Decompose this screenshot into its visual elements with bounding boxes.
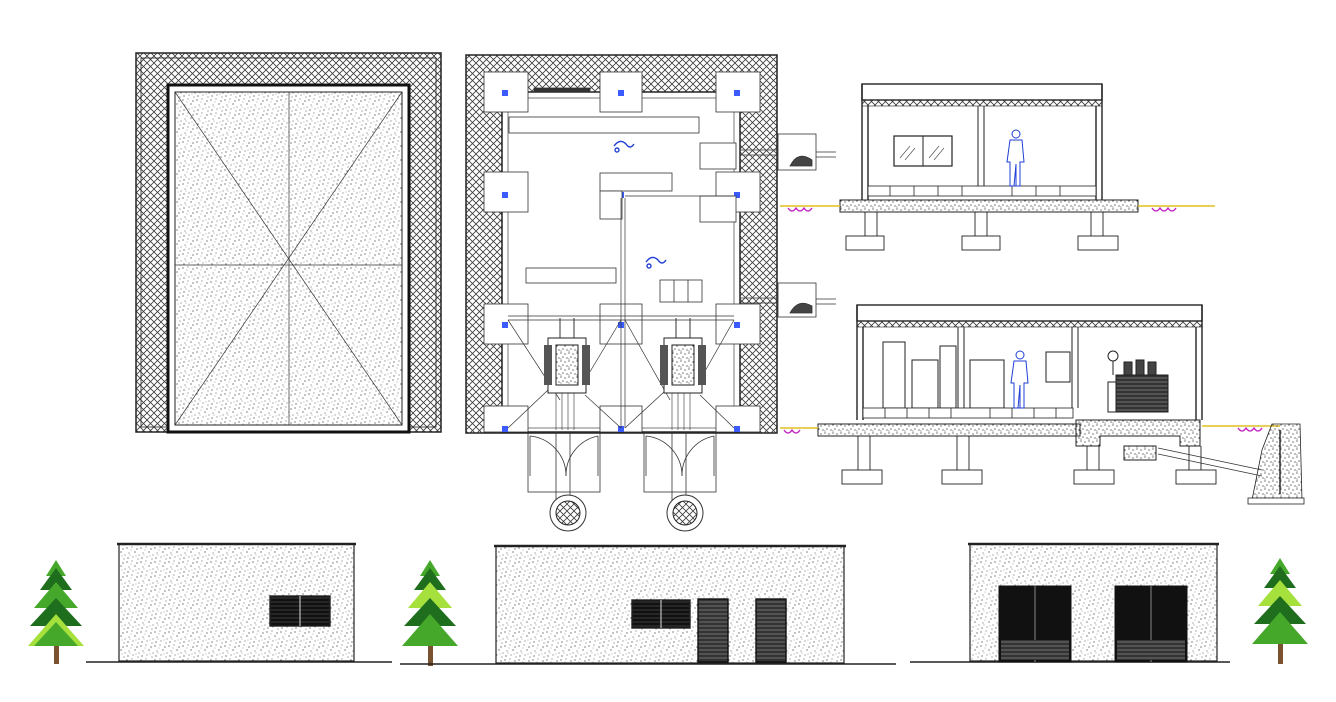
elevation-left-view: [86, 542, 392, 663]
floor-plan-view: [465, 54, 836, 532]
tree-right: [1252, 558, 1308, 664]
tree-left: [28, 560, 84, 664]
transformer-unit-left: [544, 318, 590, 430]
tree-middle: [402, 560, 458, 666]
rear-door-right: [1114, 585, 1188, 663]
section-view-b: [780, 304, 1305, 505]
transformer-section: [1107, 350, 1169, 413]
elevation-front-view: [400, 544, 896, 665]
rear-door-left: [998, 585, 1072, 663]
earthing-pit: [1157, 423, 1305, 505]
roof-plan-view: [135, 52, 442, 434]
section-view-a: [780, 83, 1215, 251]
human-figure-a: [1006, 129, 1025, 187]
transformer-unit-right: [660, 318, 706, 430]
human-figure-b: [1010, 350, 1029, 409]
elevation-rear-view: [910, 542, 1230, 663]
